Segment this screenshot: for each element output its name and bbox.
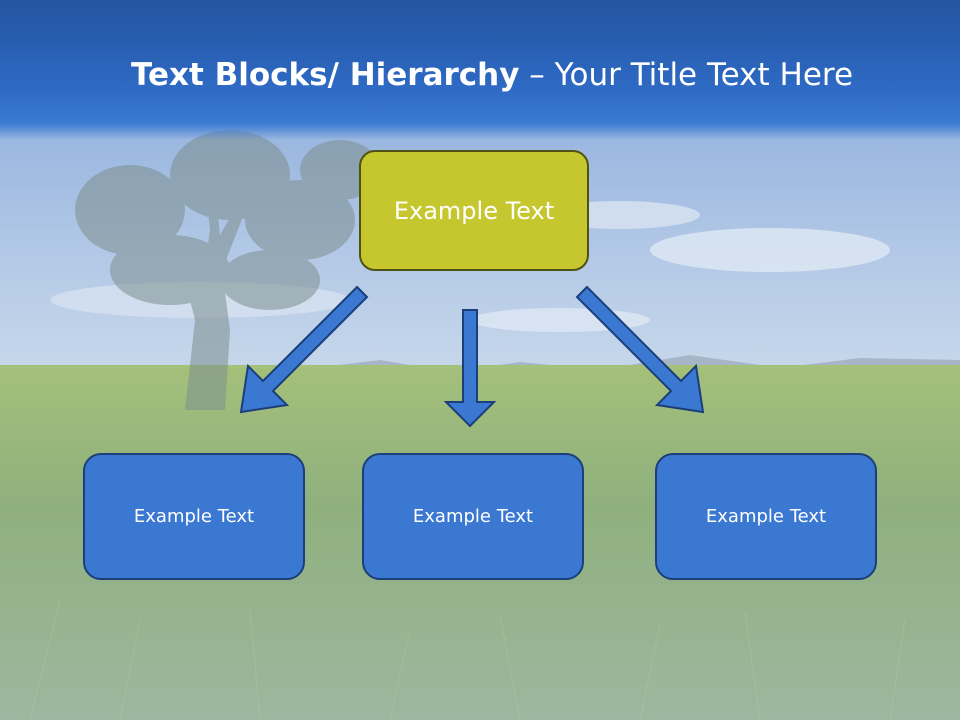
- slide-title-bold: Text Blocks/ Hierarchy: [130, 57, 520, 93]
- child-block-label: Example Text: [133, 506, 255, 527]
- top-block: Example Text: [359, 150, 589, 271]
- title-band: [0, 0, 960, 140]
- child-block-left: Example Text: [83, 453, 305, 580]
- slide-title: Text Blocks/ Hierarchy – Your Title Text…: [0, 52, 960, 98]
- arrow-down: [443, 309, 497, 428]
- child-block-middle: Example Text: [362, 453, 584, 580]
- child-block-right: Example Text: [655, 453, 877, 580]
- slide-title-rest: – Your Title Text Here: [519, 57, 854, 93]
- arrow-down-left: [239, 285, 369, 414]
- child-block-label: Example Text: [705, 506, 827, 527]
- top-block-label: Example Text: [393, 196, 555, 225]
- arrow-down-right: [575, 285, 705, 414]
- child-block-label: Example Text: [412, 506, 534, 527]
